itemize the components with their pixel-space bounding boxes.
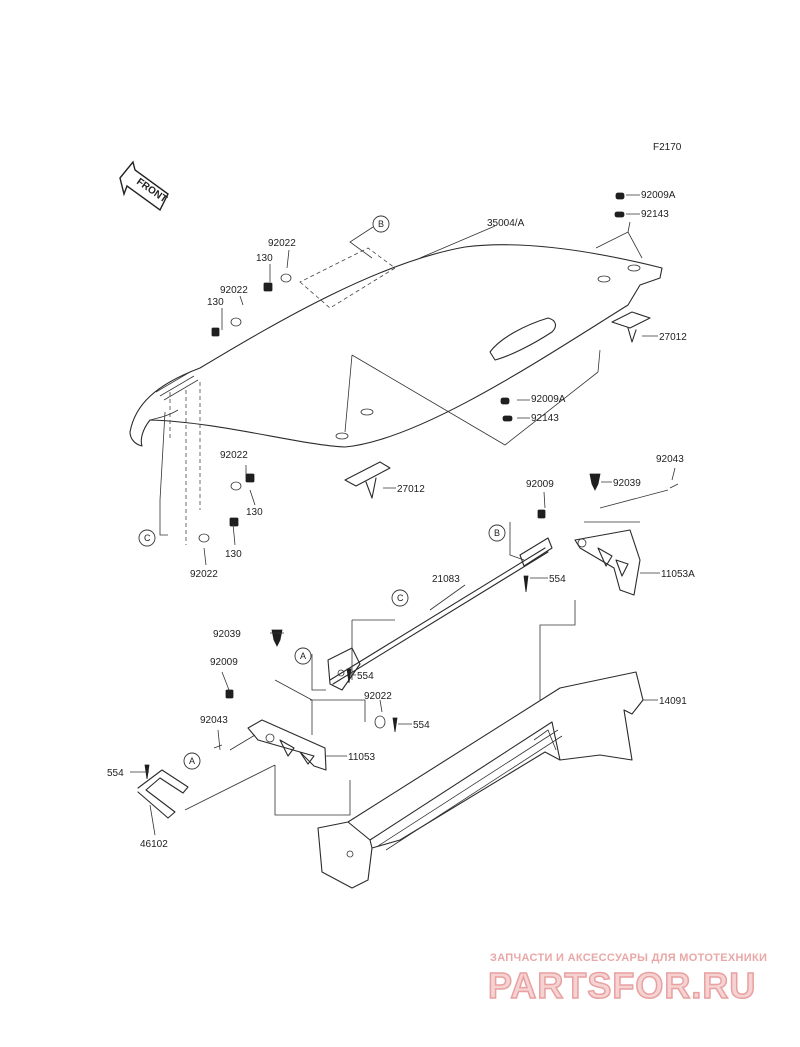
callout-92022-1: 92022 — [268, 238, 296, 249]
watermark-brand: PARTSFOR.RU — [487, 964, 757, 1007]
callout-554-1: 554 — [549, 574, 566, 585]
ref-circle-c1: C — [138, 529, 156, 547]
clip-554-icon — [144, 575, 529, 780]
watermark-tagline: ЗАПЧАСТИ И АКСЕССУАРЫ ДЛЯ МОТОТЕХНИКИ — [490, 952, 768, 964]
svg-text:C: C — [397, 593, 404, 603]
pin-icon — [213, 473, 679, 749]
callout-554-3: 554 — [413, 720, 430, 731]
callout-92022-5: 92022 — [364, 691, 392, 702]
rod-21083 — [327, 537, 553, 691]
bracket-27012-upper — [611, 311, 651, 343]
ref-circle-c2: C — [391, 589, 409, 607]
callout-92022-4: 92022 — [190, 569, 218, 580]
callout-554-4: 554 — [107, 768, 124, 779]
ref-circle-b1: B — [349, 215, 390, 259]
callout-92009-2: 92009 — [210, 657, 238, 668]
callout-92022-3: 92022 — [220, 450, 248, 461]
callout-11053A: 11053A — [661, 569, 695, 580]
figure-code: F2170 — [653, 142, 682, 153]
bracket-11053A — [574, 529, 641, 596]
ref-circle-a1: A — [294, 647, 312, 665]
svg-text:B: B — [378, 219, 384, 229]
bracket-27012-lower — [344, 461, 391, 499]
front-arrow-icon: FRONT — [119, 160, 169, 212]
callout-21083: 21083 — [432, 574, 460, 585]
canopy-roof-panel — [129, 244, 663, 545]
svg-text:B: B — [494, 528, 500, 538]
svg-text:A: A — [189, 756, 195, 766]
callout-92039-2: 92039 — [213, 629, 241, 640]
callout-14091: 14091 — [659, 696, 687, 707]
callout-27012-1: 27012 — [659, 332, 687, 343]
callout-92009-1: 92009 — [526, 479, 554, 490]
callout-92022-2: 92022 — [220, 285, 248, 296]
callout-92143-1: 92143 — [641, 209, 669, 220]
svg-text:A: A — [300, 651, 306, 661]
callout-46102: 46102 — [140, 839, 168, 850]
floor-panel-14091 — [317, 671, 644, 889]
handle-46102 — [137, 769, 189, 819]
callout-92039-1: 92039 — [613, 478, 641, 489]
callout-92043-1: 92043 — [656, 454, 684, 465]
callout-92009A-1: 92009A — [641, 190, 676, 201]
bolt-icon — [198, 192, 625, 543]
callout-130-1: 130 — [256, 253, 273, 264]
callout-554-2: 554 — [357, 671, 374, 682]
callout-11053: 11053 — [348, 752, 376, 763]
callout-27012-2: 27012 — [397, 484, 425, 495]
ref-circle-b2: B — [488, 524, 506, 542]
callout-92009A-2: 92009A — [531, 394, 566, 405]
callout-92043-2: 92043 — [200, 715, 228, 726]
callout-130-3: 130 — [246, 507, 263, 518]
ref-circle-a2: A — [183, 752, 201, 770]
callout-35004A: 35004/A — [487, 218, 525, 229]
callout-130-4: 130 — [225, 549, 242, 560]
callout-130-2: 130 — [207, 297, 224, 308]
svg-text:C: C — [144, 533, 151, 543]
callout-92143-2: 92143 — [531, 413, 559, 424]
bracket-11053 — [247, 719, 327, 771]
